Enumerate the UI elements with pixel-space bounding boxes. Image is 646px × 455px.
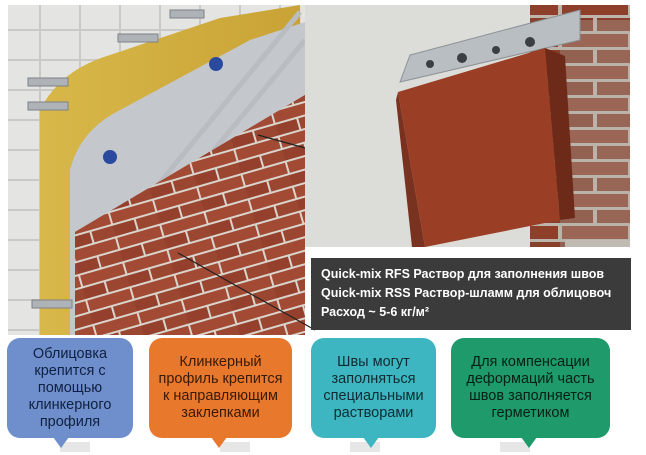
clinker-brick-top-rows: [75, 95, 305, 258]
product-info-panel: Quick-mix RFS Раствор для заполнения шво…: [311, 258, 631, 330]
product-line-rss: Quick-mix RSS Раствор-шламм для облицово…: [321, 286, 612, 300]
callout-pointer: [211, 437, 227, 448]
anchor-dowel: [209, 57, 223, 71]
leader-line: [177, 252, 316, 331]
callout-pointer: [521, 437, 537, 448]
clinker-tile: [398, 48, 560, 247]
callout-text: Облицовка крепится с помощью клинкерного…: [28, 345, 112, 430]
callout-joint-mortar: Швы могут заполняться специальными раств…: [311, 338, 436, 448]
leader-line: [257, 134, 306, 149]
callout-cladding-profile: Облицовка крепится с помощью клинкерного…: [7, 338, 133, 448]
clinker-brick-cladding: [75, 95, 305, 335]
product-line-rfs: Quick-mix RFS Раствор для заполнения шво…: [321, 267, 605, 281]
callout-profile-rivets: Клинкерный профиль крепится к направляющ…: [149, 338, 292, 448]
metal-brackets: [27, 9, 205, 309]
callout-text: Клинкерный профиль крепится к направляющ…: [158, 354, 283, 421]
clinker-profile: [399, 9, 581, 83]
callout-text: Для компенсации деформаций часть швов за…: [466, 354, 595, 421]
callout-sealant-joints: Для компенсации деформаций часть швов за…: [451, 338, 610, 448]
profile-holes: [426, 37, 535, 68]
callout-pointer: [53, 437, 69, 448]
callout-text: Швы могут заполняться специальными раств…: [323, 354, 424, 421]
anchor-dowel: [103, 150, 117, 164]
callout-pointer: [363, 437, 379, 448]
watermark: [60, 442, 530, 452]
consumption-line: Расход ~ 5-6 кг/м²: [321, 305, 430, 319]
